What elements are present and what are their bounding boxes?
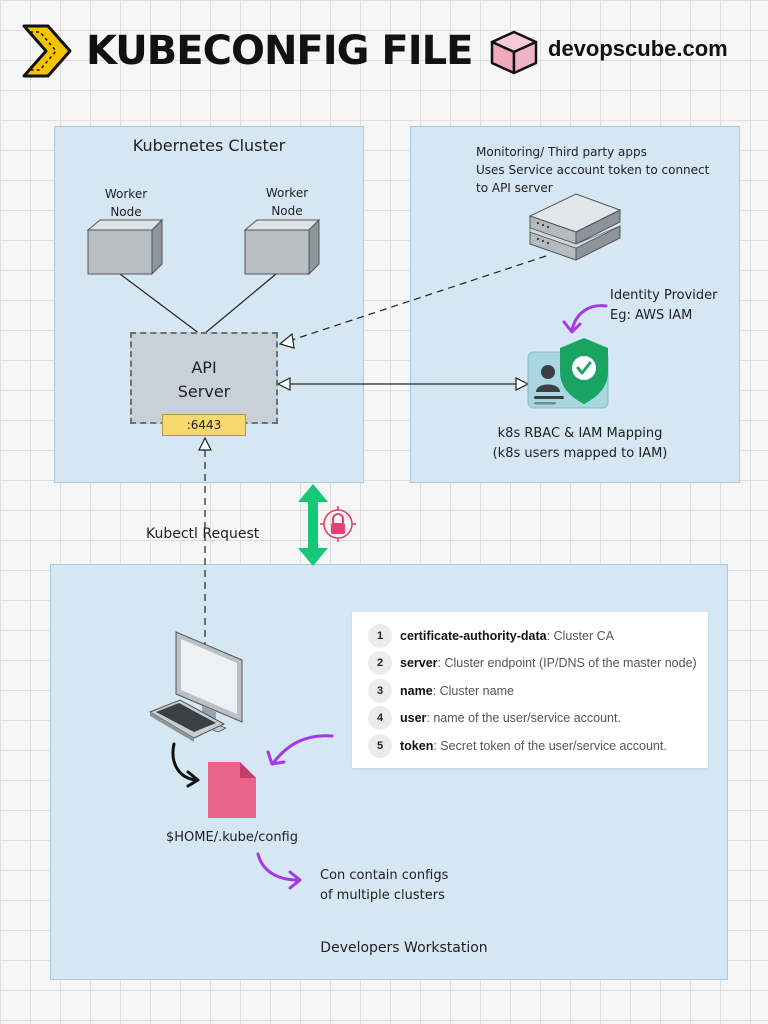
rbac-mapping-label: k8s RBAC & IAM Mapping (k8s users mapped… (492, 426, 668, 461)
encrypted-lock-icon (320, 506, 356, 542)
worker-to-api-line-left (119, 273, 201, 335)
cube-logo-icon (490, 30, 538, 75)
step-number: 2 (368, 651, 392, 676)
field-desc: : Secret token of the user/service accou… (433, 738, 667, 753)
desktop-computer-icon (148, 631, 243, 742)
step-number: 4 (368, 706, 392, 731)
page-title: KUBECONFIG FILE (86, 28, 473, 74)
curved-arrow-icon (171, 742, 200, 788)
field-desc: : Cluster name (432, 683, 514, 698)
multi-cluster-note: Con contain configs of multiple clusters (320, 868, 449, 903)
server-rack-icon (528, 193, 622, 261)
worker-node-icon (86, 218, 164, 276)
list-item: 5 token : Secret token of the user/servi… (352, 732, 708, 760)
id-card-shield-icon (527, 338, 609, 409)
step-number: 3 (368, 678, 392, 703)
workstation-title: Developers Workstation (320, 940, 488, 956)
worker-node-icon (243, 218, 321, 276)
field-key: name (400, 683, 433, 698)
step-number: 1 (368, 623, 392, 648)
list-item: 3 name : Cluster name (352, 677, 708, 705)
bidirectional-arrow-icon (298, 484, 328, 566)
config-file-icon (208, 762, 256, 818)
curved-arrow-icon (256, 852, 302, 890)
step-number: 5 (368, 733, 392, 758)
field-key: certificate-authority-data (400, 628, 547, 643)
curved-arrow-icon (266, 734, 334, 766)
field-key: server (400, 656, 438, 671)
worker-to-api-line-right (203, 273, 277, 335)
cluster-title: Kubernetes Cluster (132, 136, 286, 155)
kubectl-request-label: Kubectl Request (146, 526, 260, 542)
field-key: token (400, 738, 434, 753)
brand-name: devopscube.com (548, 36, 728, 61)
config-path-label: $HOME/.kube/config (166, 830, 298, 845)
external-apps-panel (410, 126, 740, 483)
api-server-box: API Server (130, 332, 278, 424)
curved-arrow-icon (562, 304, 608, 334)
list-item: 1 certificate-authority-data : Cluster C… (352, 622, 708, 650)
identity-provider-label: Identity Provider Eg: AWS IAM (610, 288, 718, 323)
kubeconfig-fields-card: 1 certificate-authority-data : Cluster C… (352, 612, 708, 768)
field-desc: : Cluster endpoint (IP/DNS of the master… (437, 656, 697, 671)
api-server-label: API Server (177, 358, 231, 401)
monitoring-to-api-line (291, 255, 547, 341)
list-item: 2 server : Cluster endpoint (IP/DNS of t… (352, 650, 708, 678)
monitoring-description: Monitoring/ Third party apps Uses Servic… (476, 145, 710, 195)
chevron-logo-icon (22, 24, 72, 78)
api-port-badge: :6443 (162, 414, 246, 436)
worker-node-label-1: Worker Node (104, 187, 148, 219)
field-desc: : Cluster CA (546, 628, 614, 643)
worker-node-label-2: Worker Node (265, 186, 309, 218)
field-desc: : name of the user/service account. (426, 711, 621, 726)
list-item: 4 user : name of the user/service accoun… (352, 705, 708, 733)
field-key: user (400, 711, 427, 726)
